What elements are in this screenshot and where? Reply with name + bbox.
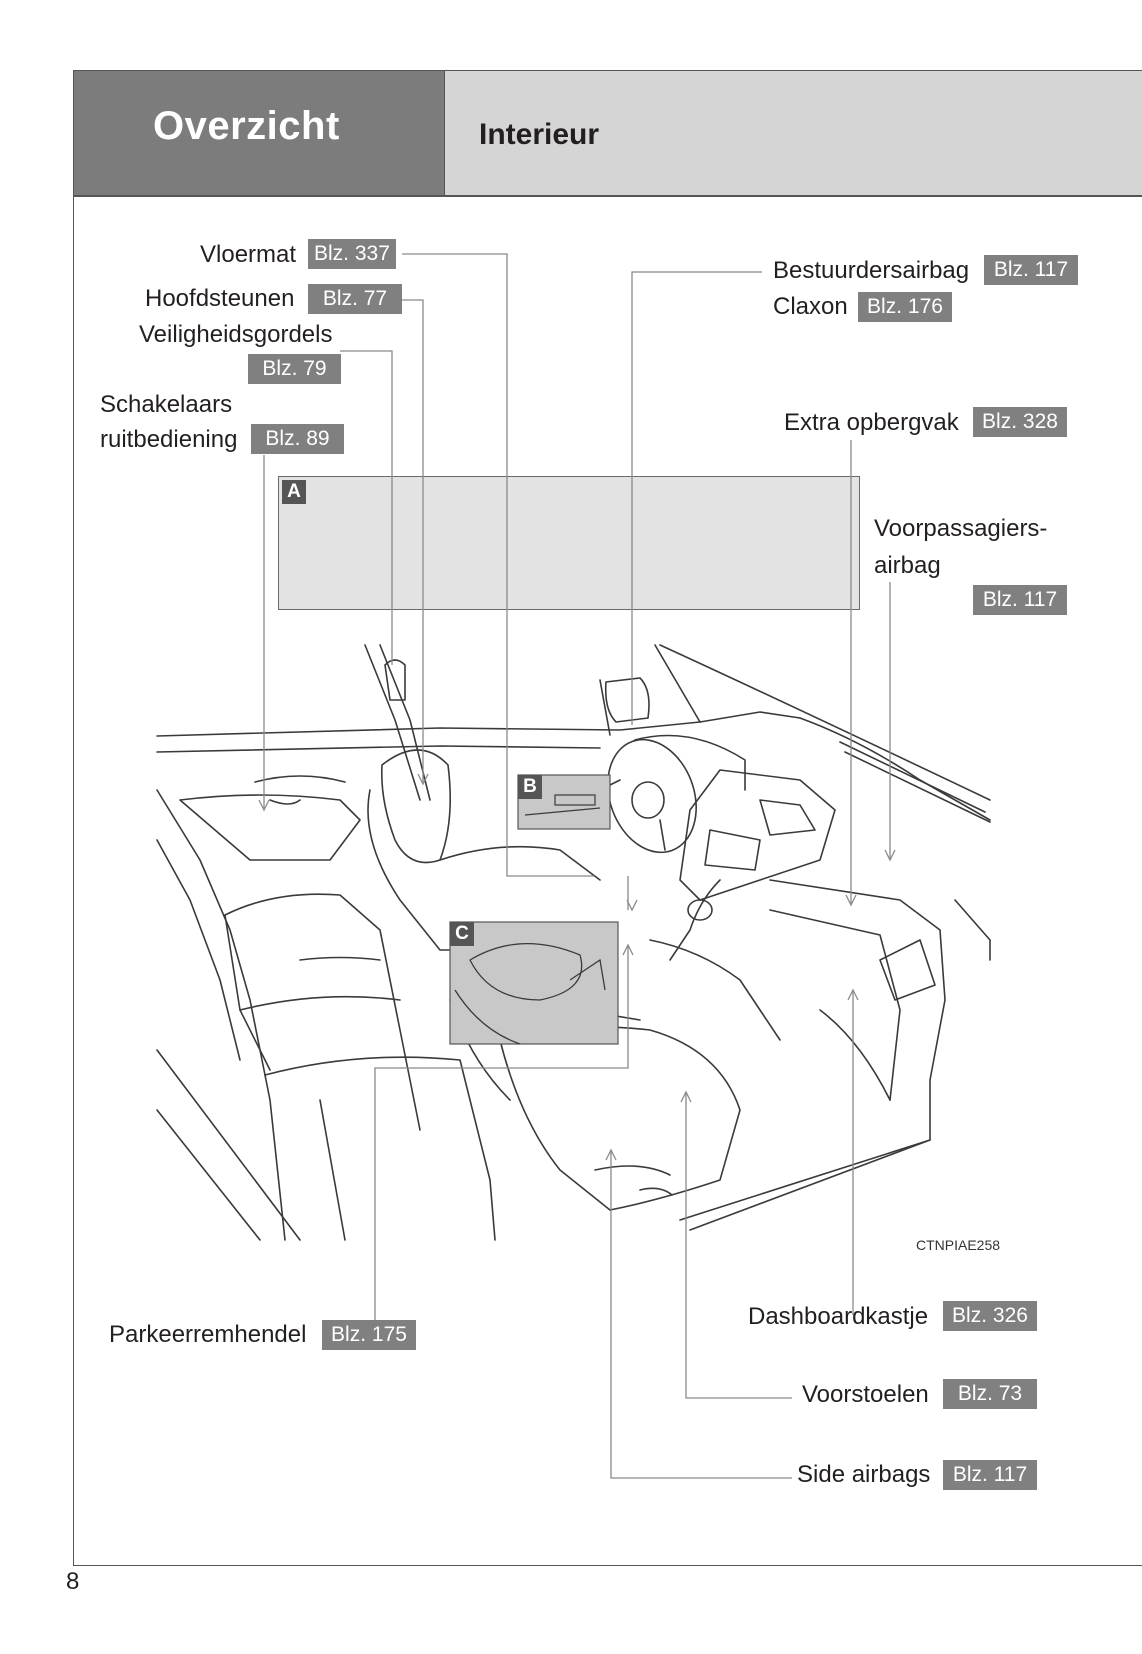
label-airbag: airbag (874, 552, 941, 579)
header-title-block (444, 71, 1142, 195)
figure-panel-a (278, 476, 860, 610)
label-voorpassagiers: Voorpassagiers- (874, 515, 1048, 542)
page-ref-side-airbags[interactable]: Blz. 117 (943, 1460, 1037, 1490)
label-schakelaars: Schakelaars (100, 391, 233, 418)
figure-tag-c: C (450, 922, 474, 946)
header-divider (73, 195, 1142, 197)
label-parkeerremhendel: Parkeerremhendel (109, 1321, 307, 1348)
page-number: 8 (66, 1568, 80, 1595)
figure-tag-a: A (282, 480, 306, 504)
page-ref-parkeerremhendel[interactable]: Blz. 175 (322, 1320, 416, 1350)
page-ref-bestuurdersairbag[interactable]: Blz. 117 (984, 255, 1078, 285)
label-vloermat: Vloermat (200, 241, 297, 268)
section-title: Overzicht (153, 104, 340, 148)
label-hoofdsteunen: Hoofdsteunen (145, 285, 295, 312)
figure-code: CTNPIAE258 (916, 1237, 1001, 1253)
page-ref-schakelaars[interactable]: Blz. 89 (251, 424, 344, 454)
page-ref-voorpassagiersairbag[interactable]: Blz. 117 (973, 585, 1067, 615)
page-ref-claxon[interactable]: Blz. 176 (858, 292, 952, 322)
label-dashboardkastje: Dashboardkastje (748, 1303, 929, 1330)
page-ref-voorstoelen[interactable]: Blz. 73 (943, 1379, 1037, 1409)
page-frame (73, 70, 1142, 1566)
label-voorstoelen: Voorstoelen (802, 1381, 929, 1408)
label-bestuurdersairbag: Bestuurdersairbag (773, 257, 970, 284)
label-side-airbags: Side airbags (797, 1461, 931, 1488)
label-claxon: Claxon (773, 293, 848, 320)
page-ref-vloermat[interactable]: Blz. 337 (308, 239, 396, 269)
page-ref-veiligheidsgordels[interactable]: Blz. 79 (248, 354, 341, 384)
page-ref-dashboardkastje[interactable]: Blz. 326 (943, 1301, 1037, 1331)
label-ruitbediening: ruitbediening (100, 426, 238, 453)
figure-tag-b: B (518, 775, 542, 799)
page-ref-extra-opbergvak[interactable]: Blz. 328 (973, 407, 1067, 437)
label-veiligheidsgordels: Veiligheidsgordels (139, 321, 333, 348)
header-section-block (74, 71, 444, 195)
page-title: Interieur (479, 118, 600, 151)
page-ref-hoofdsteunen[interactable]: Blz. 77 (308, 284, 402, 314)
label-extra-opbergvak: Extra opbergvak (784, 409, 959, 436)
